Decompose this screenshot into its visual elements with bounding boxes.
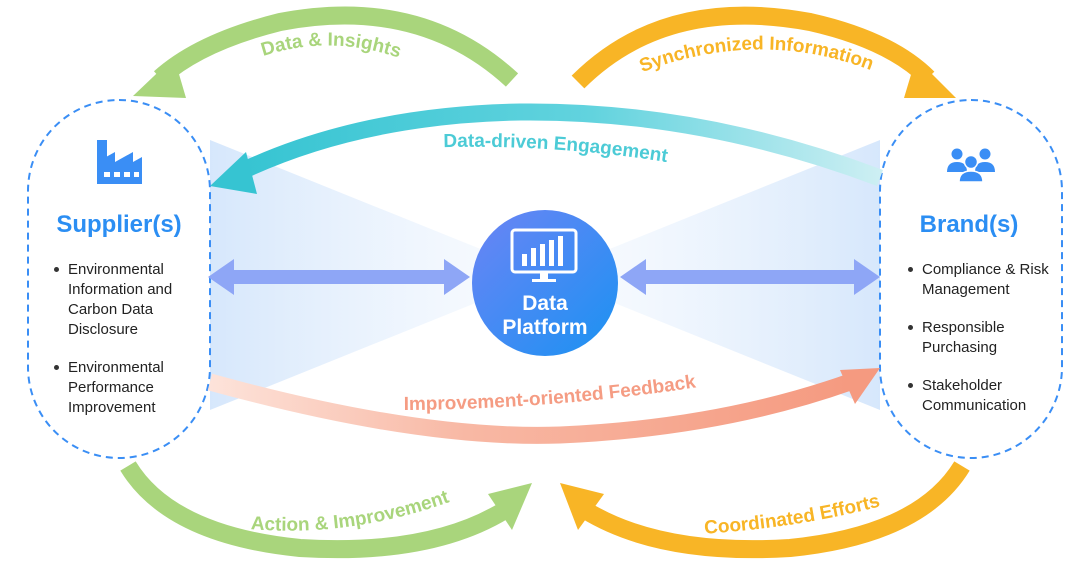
brand-bullet: Stakeholder Communication [906,376,1066,416]
brand-title: Brand(s) [920,211,1019,238]
arc-label-data-insights: Data & Insights [259,29,404,62]
brand-bullet-list: Compliance & Risk Management Responsible… [906,260,1066,434]
data-driven-engagement-arrow [210,103,884,194]
brand-panel [879,99,1063,459]
improvement-feedback-arrow [207,368,880,444]
data-insights-arrow [133,6,519,98]
people-icon [947,148,995,183]
action-improvement-arrow [120,461,532,559]
supplier-bullet: Environmental Performance Improvement [52,358,202,418]
factory-icon [97,140,142,184]
platform-label-line2: Platform [502,316,587,339]
data-platform-circle [472,210,618,356]
arc-label-synchronized-information: Synchronized Information [637,33,877,77]
monitor-chart-icon [510,228,578,282]
brand-bullet: Compliance & Risk Management [906,260,1066,300]
right-double-arrow [620,259,880,295]
arc-label-data-driven-engagement: Data-driven Engagement [443,131,670,167]
left-double-arrow [208,259,470,295]
coordinated-efforts-arrow [560,461,970,559]
supplier-bullet-list: Environmental Information and Carbon Dat… [52,260,202,436]
synchronized-information-arrow [571,6,956,98]
arc-label-action-improvement: Action & Improvement [250,486,452,535]
supplier-panel [27,99,211,459]
supplier-bullet: Environmental Information and Carbon Dat… [52,260,202,340]
brand-bullet: Responsible Purchasing [906,318,1066,358]
supplier-title: Supplier(s) [56,211,181,238]
platform-label-line1: Data [522,292,568,315]
arc-label-improvement-feedback: Improvement-oriented Feedback [404,371,698,415]
